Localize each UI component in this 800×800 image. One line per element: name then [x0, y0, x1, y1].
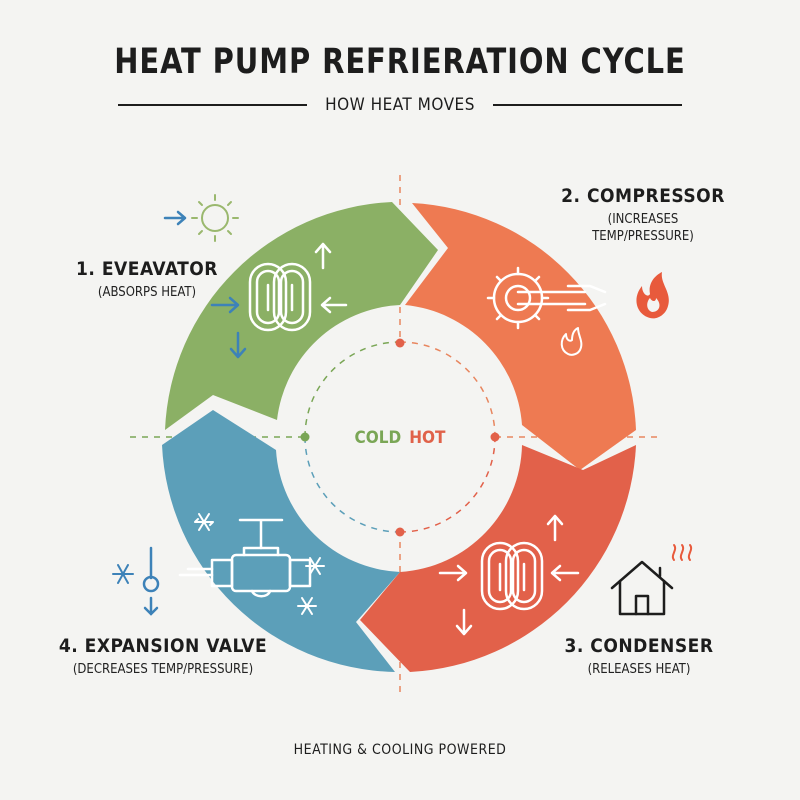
house-icon	[610, 560, 674, 616]
snowflake-icon-2	[305, 557, 325, 575]
guide-dot-bottom	[395, 527, 405, 537]
compressor-name: 2. COMPRESSOR	[561, 185, 725, 207]
compressor-label: 2. COMPRESSOR (INCREASES TEMP/PRESSURE)	[548, 185, 738, 244]
compressor-description-1: (INCREASES	[607, 212, 679, 227]
condenser-label: 3. CONDENSER (RELEASES HEAT)	[544, 635, 734, 677]
expansion-valve-icon	[178, 518, 312, 598]
guide-dot-left	[300, 432, 310, 442]
hot-label: HOT	[409, 428, 446, 448]
condenser-arrows	[438, 514, 580, 636]
inner-arc-cold-top	[304, 341, 401, 438]
small-flame-icon	[560, 327, 583, 356]
diagram-title: HEAT PUMP REFRIERATION CYCLE	[114, 42, 686, 82]
compressor-description-2: TEMP/PRESSURE)	[592, 229, 694, 244]
compressor-gear-icon	[486, 266, 607, 330]
guide-dot-top	[395, 338, 405, 348]
thermometer-icon	[142, 546, 160, 616]
condenser-name: 3. CONDENSER	[564, 635, 714, 657]
heat-waves-icon	[671, 544, 693, 561]
condenser-description: (RELEASES HEAT)	[587, 662, 691, 677]
evaporator-description: (ABSORPS HEAT)	[97, 285, 197, 300]
subtitle-row: HOW HEAT MOVES	[118, 92, 683, 118]
segment-compressor	[405, 203, 636, 470]
cold-hot-label: COLD HOT	[340, 428, 460, 448]
inner-arc-cold-bottom	[304, 436, 401, 533]
snowflake-icon-outer	[112, 564, 134, 584]
evaporator-coil-icon	[248, 262, 312, 332]
subtitle-rule-left	[118, 104, 308, 106]
expansion-valve-description: (DECREASES TEMP/PRESSURE)	[72, 662, 254, 677]
condenser-coil-icon	[480, 541, 544, 611]
evaporator-label: 1. EVEAVATOR (ABSORPS HEAT)	[52, 258, 242, 300]
expansion-valve-label: 4. EXPANSION VALVE (DECREASES TEMP/PRESS…	[48, 635, 278, 677]
inner-arc-hot-bottom	[399, 436, 496, 533]
subtitle-rule-right	[492, 104, 683, 106]
sun-icon	[191, 194, 239, 242]
arrow-right-icon	[163, 210, 187, 226]
footer-text: HEATING & COOLING POWERED	[293, 742, 507, 758]
segment-condenser	[360, 445, 636, 672]
inner-arc-hot-top	[399, 341, 496, 438]
snowflake-icons	[194, 513, 325, 615]
evaporator-arrows	[210, 242, 348, 359]
guide-dot-right	[490, 432, 500, 442]
snowflake-icon-3	[297, 597, 317, 615]
guide-dots	[300, 338, 500, 537]
evaporator-name: 1. EVEAVATOR	[76, 258, 218, 280]
segment-expansion	[162, 410, 400, 672]
expansion-valve-name: 4. EXPANSION VALVE	[58, 635, 268, 657]
cold-label: COLD	[354, 428, 402, 448]
snowflake-icon-1	[194, 513, 214, 531]
diagram-subtitle: HOW HEAT MOVES	[325, 95, 475, 115]
flame-icon	[636, 272, 669, 319]
